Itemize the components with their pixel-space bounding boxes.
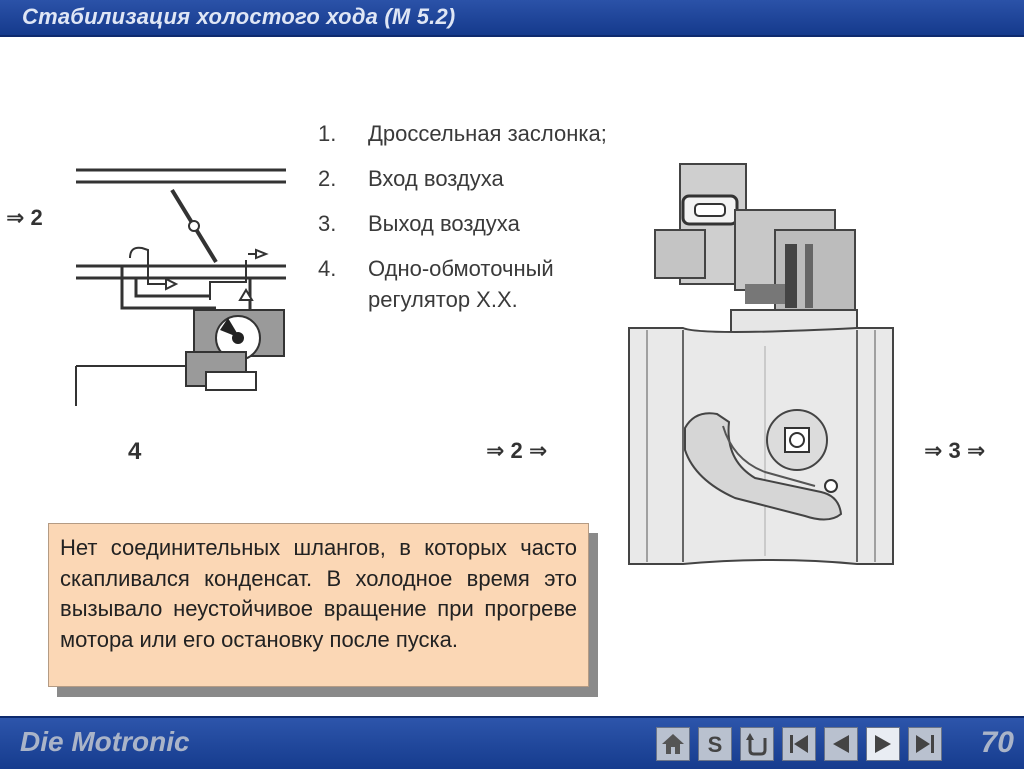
next-button[interactable] xyxy=(866,727,900,761)
left-number-label: 4 xyxy=(128,438,142,465)
last-button[interactable] xyxy=(908,727,942,761)
legend-list: 1. Дроссельная заслонка; 2. Вход воздуха… xyxy=(318,118,608,329)
right-arrow-label: ⇒ 3 ⇒ xyxy=(924,438,986,463)
list-item: 4. Одно-обмоточный регулятор Х.Х. xyxy=(318,253,608,315)
list-text: Одно-обмоточный регулятор Х.Х. xyxy=(368,256,554,312)
page-number: 70 xyxy=(980,726,1014,759)
mid-arrow-label: ⇒ 2 ⇒ xyxy=(486,438,548,463)
return-button[interactable] xyxy=(740,727,774,761)
prev-icon xyxy=(833,735,849,753)
list-text: Выход воздуха xyxy=(368,211,520,236)
footer-bar: Die Motronic S 70 xyxy=(0,716,1024,769)
prev-button[interactable] xyxy=(824,727,858,761)
s-letter: S xyxy=(708,732,723,757)
list-number: 3. xyxy=(318,211,337,236)
home-icon xyxy=(662,734,684,754)
list-number: 4. xyxy=(318,256,337,281)
next-icon xyxy=(875,735,891,753)
first-icon xyxy=(790,735,808,753)
idle-control-schematic xyxy=(75,168,286,406)
s-icon: S xyxy=(708,732,723,757)
left-arrow-label: ⇒ 2 xyxy=(6,205,43,230)
footer-brand: Die Motronic xyxy=(20,726,190,757)
list-item: 2. Вход воздуха xyxy=(318,163,608,194)
note-box: Нет соединительных шлангов, в которых ча… xyxy=(48,523,589,687)
title-bar: Стабилизация холостого хода (М 5.2) xyxy=(0,0,1024,37)
home-button[interactable] xyxy=(656,727,690,761)
s-button[interactable]: S xyxy=(698,727,732,761)
list-item: 3. Выход воздуха xyxy=(318,208,608,239)
list-item: 1. Дроссельная заслонка; xyxy=(318,118,608,149)
return-icon xyxy=(746,733,767,756)
list-text: Дроссельная заслонка; xyxy=(368,121,607,146)
first-button[interactable] xyxy=(782,727,816,761)
list-text: Вход воздуха xyxy=(368,166,504,191)
throttle-body-illustration xyxy=(628,163,894,565)
list-number: 2. xyxy=(318,166,337,191)
slide-title: Стабилизация холостого хода (М 5.2) xyxy=(22,4,456,29)
last-icon xyxy=(916,735,934,753)
list-number: 1. xyxy=(318,121,337,146)
